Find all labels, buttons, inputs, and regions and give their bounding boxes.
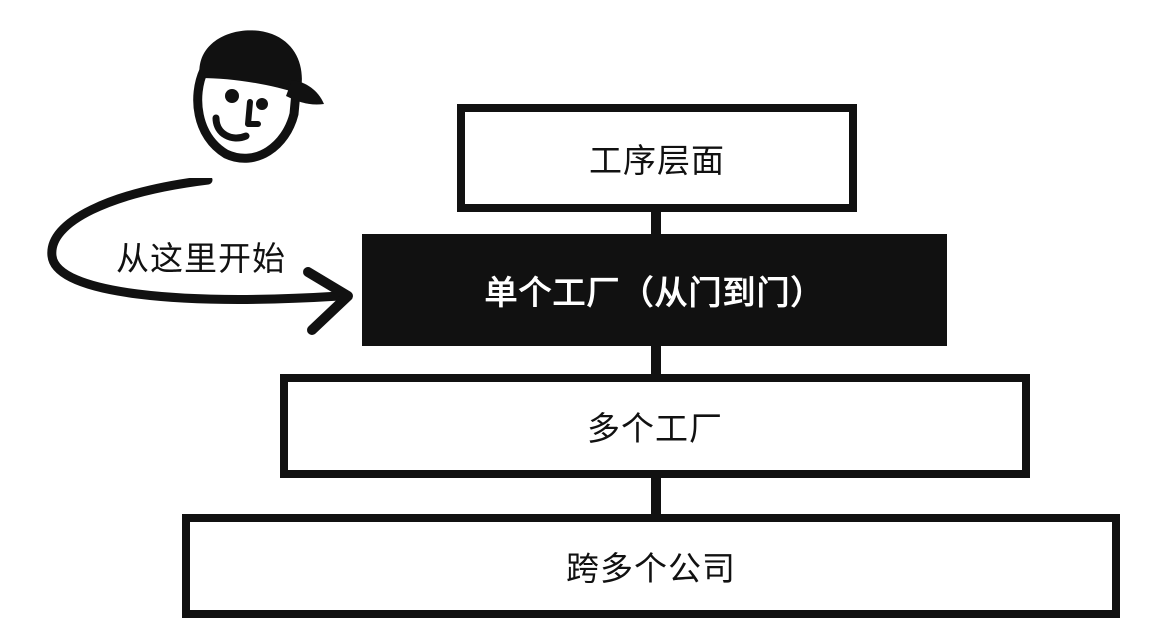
level-label: 多个工厂 [587,409,723,448]
connector-line [651,344,661,376]
face-with-cap-icon [193,30,324,163]
start-here-label: 从这里开始 [116,239,286,278]
curved-arrow-icon [47,178,353,335]
connector-line [651,476,661,516]
level-single-plant-box: 单个工厂（从门到门） [362,234,947,346]
level-across-companies-box: 跨多个公司 [182,514,1120,618]
level-process-box: 工序层面 [457,104,857,212]
level-label: 跨多个公司 [566,549,736,588]
level-label: 单个工厂（从门到门） [484,273,825,312]
connector-line [651,210,661,236]
level-label: 工序层面 [589,141,725,180]
level-multiple-plants-box: 多个工厂 [280,374,1030,478]
